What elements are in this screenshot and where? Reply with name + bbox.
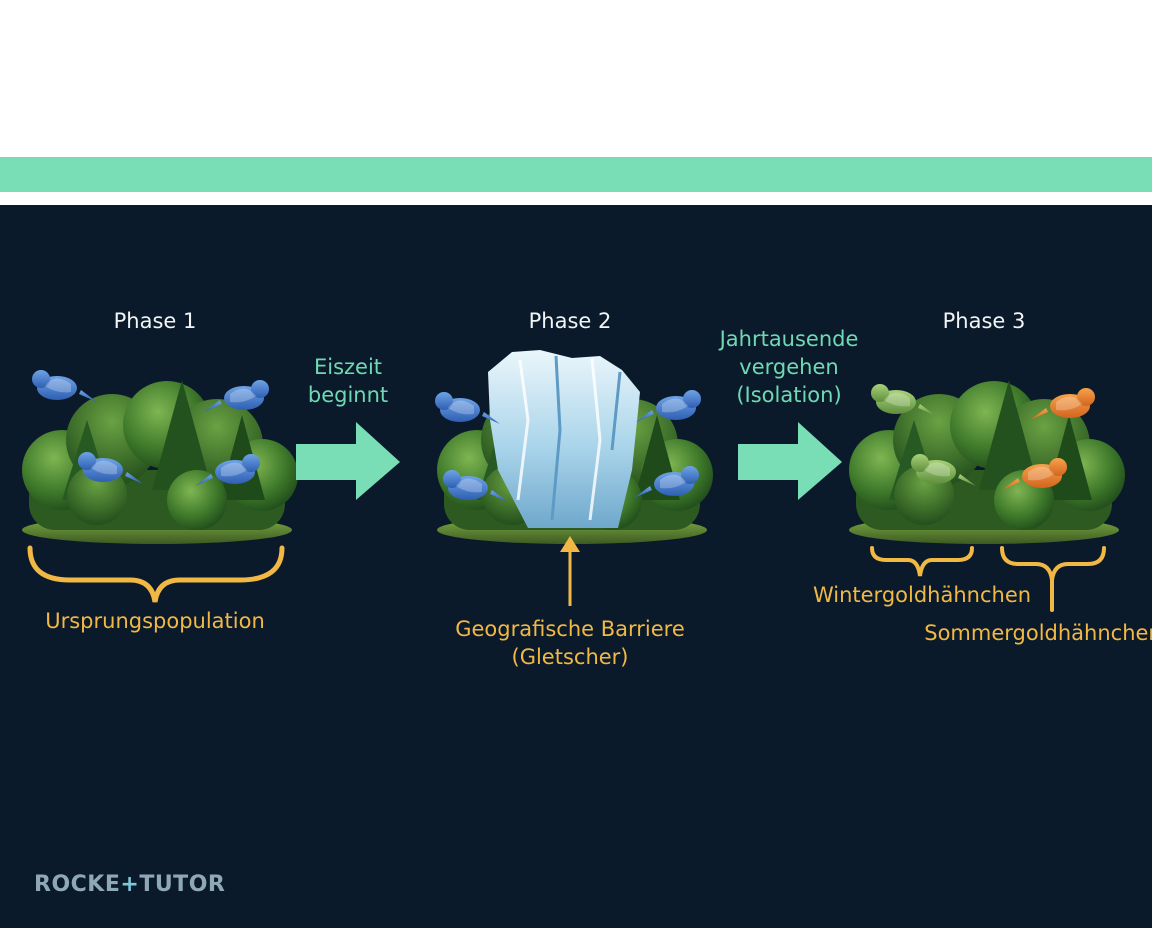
accent-bar	[0, 157, 1152, 192]
glacier-icon	[488, 350, 640, 528]
transition-2-line-1: Jahrtausende	[718, 327, 859, 351]
barrier-label-line-1: Geografische Barriere	[455, 617, 685, 641]
phase-3-label: Phase 3	[943, 309, 1026, 333]
logo-part-2: TUTO	[139, 872, 208, 897]
transition-2-line-2: vergehen	[739, 355, 838, 379]
transition-1-line-2: beginnt	[308, 383, 388, 407]
accent-gap	[0, 192, 1152, 205]
svg-text:ROCKE+TUTOR: ROCKE+TUTOR	[34, 872, 225, 897]
logo-part-1: ROCKE	[34, 872, 120, 897]
species-b-bracket	[1000, 546, 1106, 581]
right-arrow-icon	[296, 422, 400, 500]
logo-part-3: R	[208, 872, 225, 897]
transition-2-line-3: (Isolation)	[736, 383, 841, 407]
species-b-label: Sommergoldhähnchen	[924, 621, 1152, 645]
species-a-label: Wintergoldhähnchen	[813, 583, 1031, 607]
blue-bird-icon	[32, 370, 97, 402]
blue-bird-icon	[204, 380, 269, 412]
logo-plus: +	[120, 872, 139, 897]
phase-2-label: Phase 2	[529, 309, 612, 333]
transition-1-line-1: Eiszeit	[314, 355, 382, 379]
original-population-label: Ursprungspopulation	[45, 609, 265, 633]
right-arrow-icon	[738, 422, 842, 500]
header-white-area	[0, 0, 1152, 157]
barrier-label-line-2: (Gletscher)	[512, 645, 629, 669]
barrier-pointer-arrowhead	[560, 536, 580, 552]
phase-1-label: Phase 1	[114, 309, 197, 333]
original-population-bracket	[27, 545, 285, 603]
species-a-bracket	[870, 546, 974, 577]
brand-logo: ROCKE+TUTOR	[34, 872, 225, 897]
